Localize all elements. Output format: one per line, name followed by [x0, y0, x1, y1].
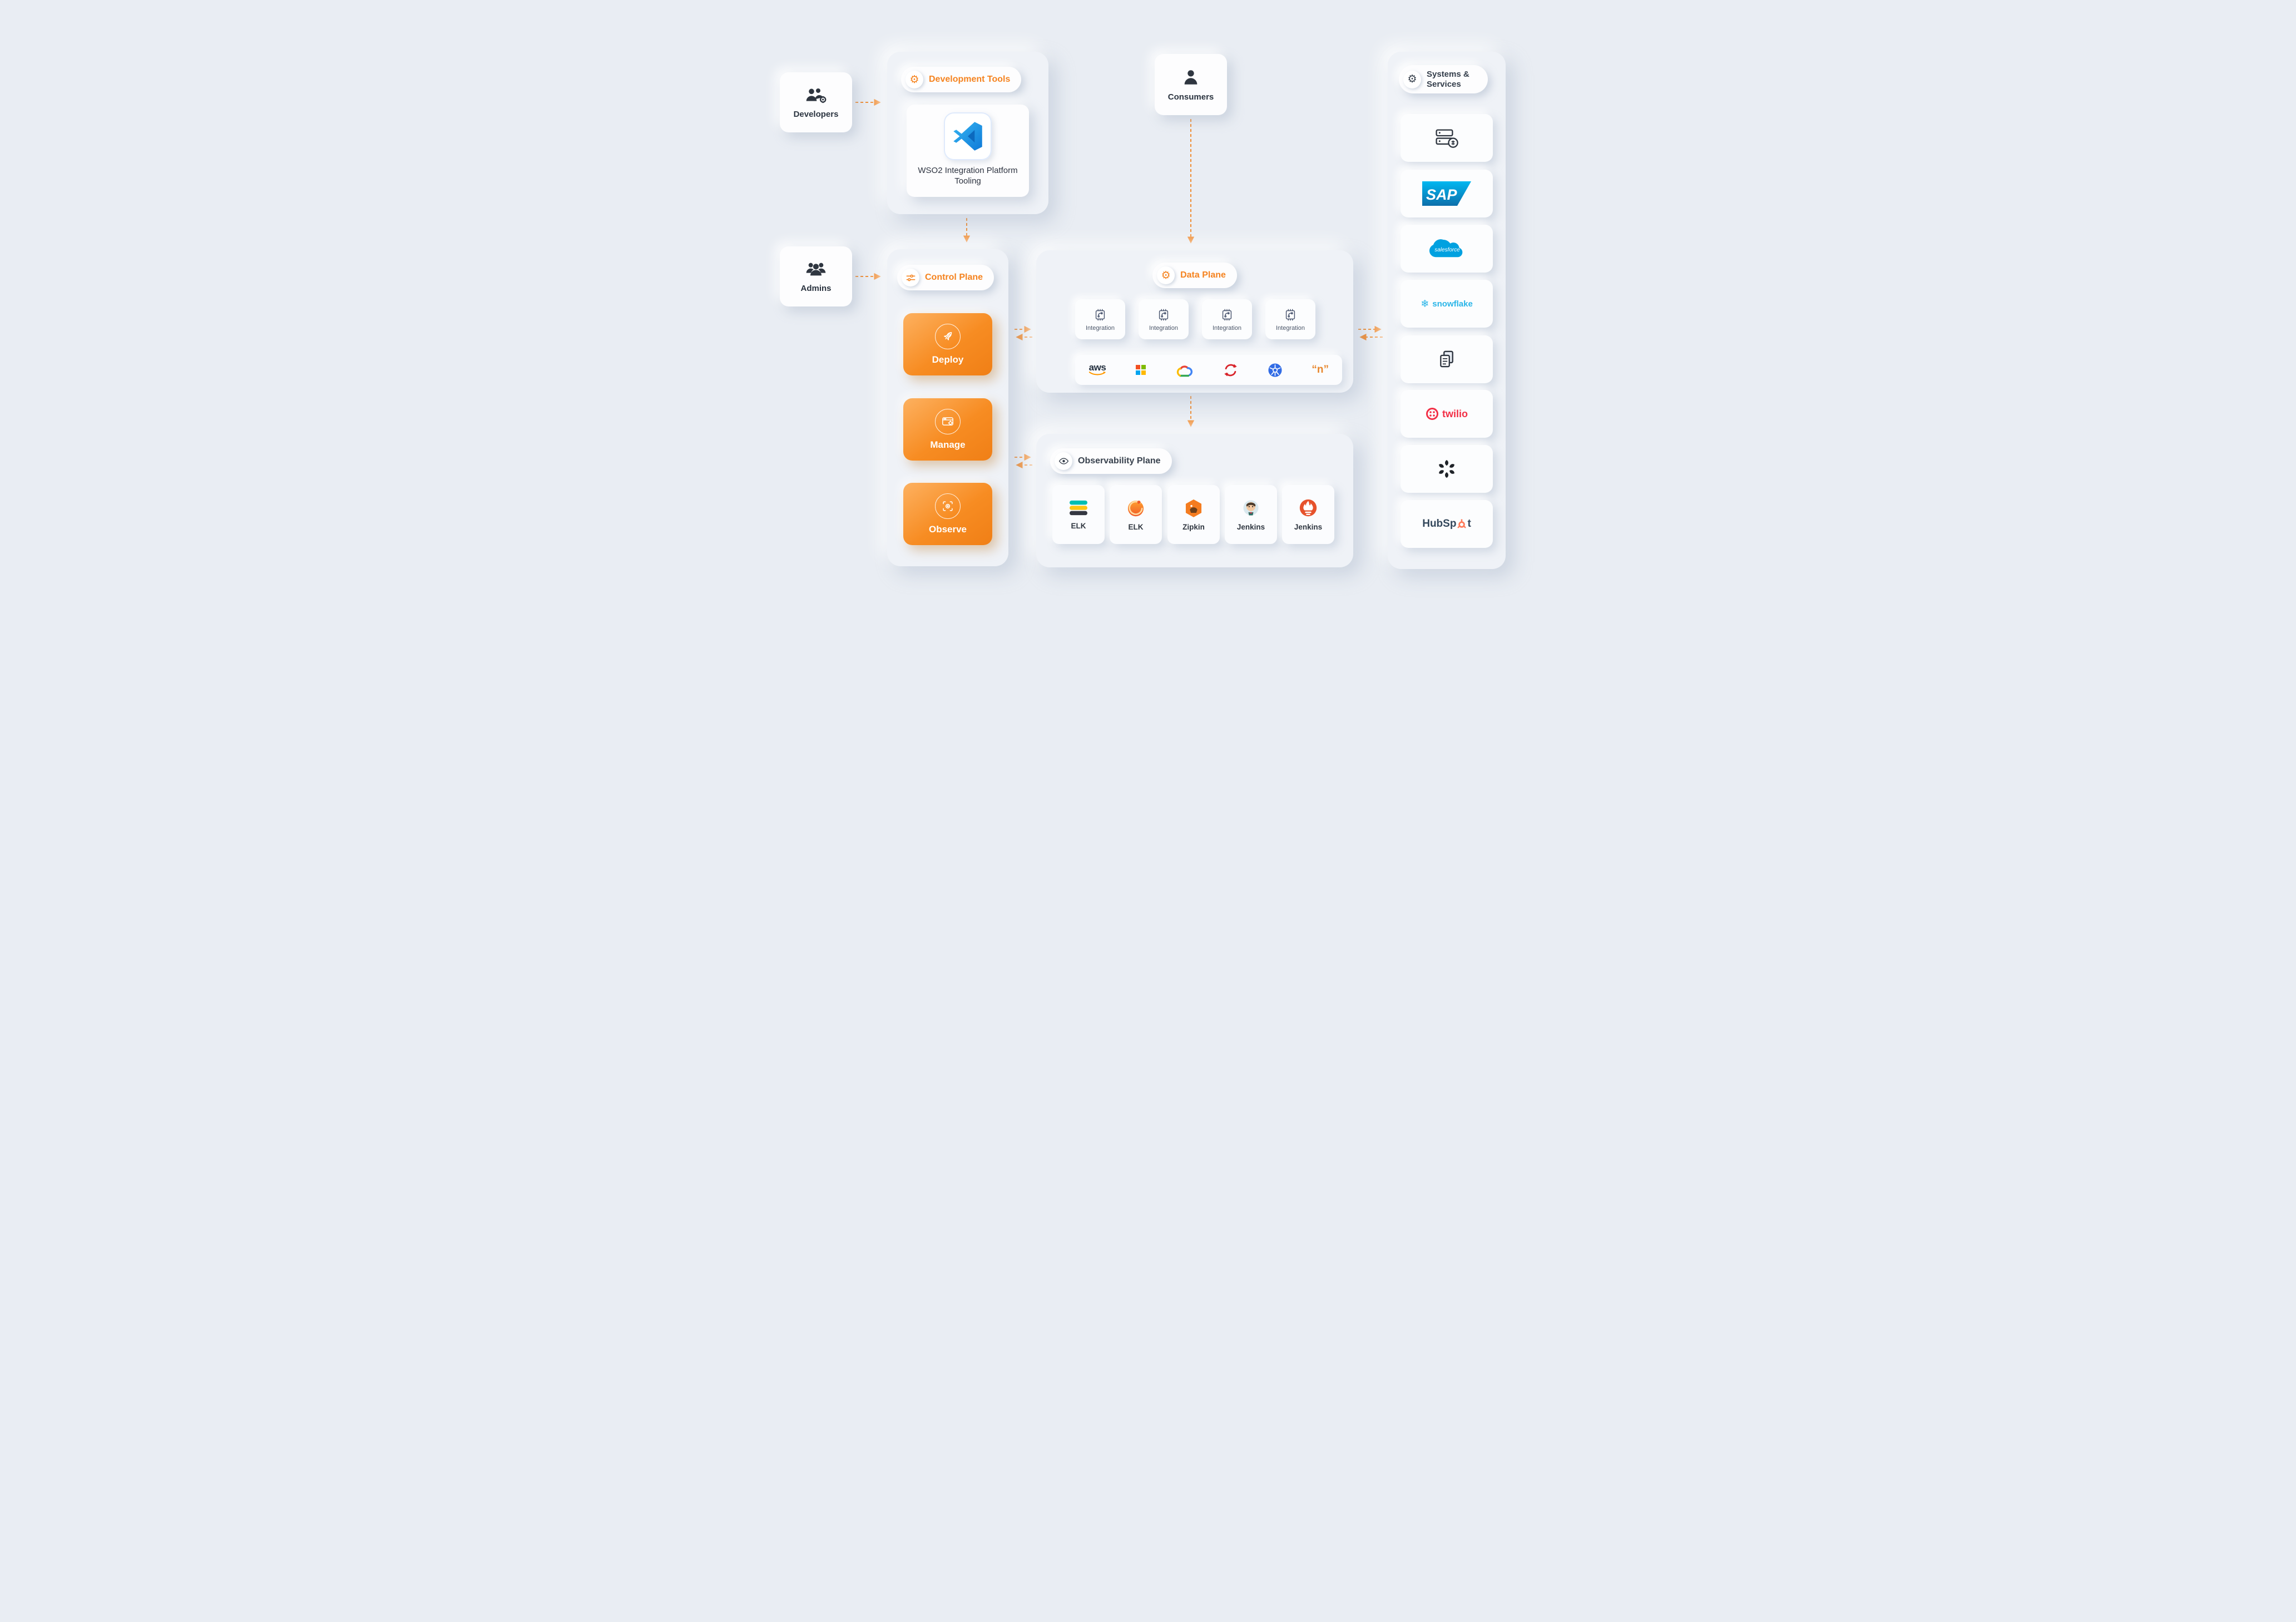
developers-label: Developers — [793, 109, 839, 119]
consumers-node: Consumers — [1155, 54, 1227, 115]
chip-icon — [1095, 309, 1105, 320]
observe-label: Observe — [928, 523, 967, 535]
gear-icon: ⚙ — [1157, 266, 1175, 284]
vscode-icon — [944, 112, 992, 160]
chip-icon — [1159, 309, 1169, 320]
snowflake-system-tile: ❄ snowflake — [1401, 280, 1493, 328]
integration-label: Integration — [1213, 324, 1241, 332]
data-plane-header: ⚙ Data Plane — [1152, 263, 1237, 288]
data-plane-panel: ⚙ Data Plane Integration Integration — [1036, 250, 1353, 393]
sap-logo: SAP — [1422, 181, 1471, 206]
zipkin-node: Zipkin — [1167, 485, 1220, 544]
openai-logo — [1439, 459, 1454, 478]
manage-label: Manage — [930, 439, 966, 450]
wso2-tooling-card: WSO2 Integration Platform Tooling — [907, 105, 1029, 197]
svg-text:salesforce: salesforce — [1434, 247, 1460, 253]
integration-label: Integration — [1086, 324, 1115, 332]
sap-system-tile: SAP — [1401, 170, 1493, 217]
integration-node: Integration — [1202, 299, 1252, 339]
twilio-label: twilio — [1442, 408, 1468, 419]
development-tools-panel: ⚙ Development Tools WSO2 Integration Pla… — [887, 52, 1048, 214]
systems-services-panel: ⚙ Systems & Services — [1388, 52, 1506, 569]
gear-icon: ⚙ — [905, 71, 923, 88]
elk-grafana-node: ELK — [1110, 485, 1162, 544]
server-database-icon — [1436, 129, 1458, 148]
jenkins-node: Jenkins — [1225, 485, 1277, 544]
manage-node: Manage — [903, 398, 992, 461]
kubernetes-logo — [1268, 363, 1282, 377]
aws-logo: aws — [1088, 363, 1106, 377]
prometheus-logo — [1299, 499, 1317, 517]
documents-icon — [1440, 350, 1453, 368]
zipkin-logo — [1185, 499, 1202, 517]
twilio-icon — [1426, 408, 1438, 420]
hubspot-sprocket-icon — [1457, 519, 1466, 528]
systems-services-header: ⚙ Systems & Services — [1399, 65, 1488, 94]
eye-icon — [1055, 452, 1072, 470]
twilio-system-tile: twilio — [1401, 390, 1493, 438]
hubspot-logo: HubSp t — [1422, 518, 1471, 530]
microsoft-logo — [1135, 365, 1146, 375]
admins-node: Admins — [780, 246, 852, 306]
observability-plane-title: Observability Plane — [1078, 456, 1161, 466]
observability-plane-panel: Observability Plane ELK ELK — [1036, 434, 1353, 567]
n-platforms-label: “n” — [1312, 364, 1329, 375]
integration-label: Integration — [1149, 324, 1178, 332]
developers-node: Developers — [780, 72, 852, 132]
consumers-icon — [1184, 70, 1198, 85]
elastic-logo — [1070, 500, 1087, 516]
jenkins-prometheus-node: Jenkins — [1282, 485, 1334, 544]
salesforce-system-tile: salesforce — [1401, 225, 1493, 273]
sync-arrows-logo — [1224, 364, 1237, 376]
developers-icon — [806, 88, 827, 103]
integration-node: Integration — [1139, 299, 1189, 339]
observe-node: Observe — [903, 483, 992, 545]
deploy-node: Deploy — [903, 313, 992, 375]
google-cloud-logo — [1177, 365, 1193, 377]
hubspot-system-tile: HubSp t — [1401, 500, 1493, 548]
salesforce-logo: salesforce — [1429, 239, 1463, 258]
control-plane-title: Control Plane — [925, 273, 983, 282]
sliders-icon — [902, 269, 919, 286]
focus-gear-icon — [935, 493, 961, 519]
data-plane-title: Data Plane — [1180, 270, 1226, 280]
integration-node: Integration — [1265, 299, 1315, 339]
wso2-tooling-label: WSO2 Integration Platform Tooling — [918, 166, 1018, 186]
systems-services-title: Systems & Services — [1427, 70, 1469, 89]
openai-system-tile — [1401, 445, 1493, 493]
documents-system-tile — [1401, 335, 1493, 383]
consumers-label: Consumers — [1167, 92, 1214, 102]
window-gear-icon — [935, 408, 961, 434]
snowflake-icon: ❄ — [1421, 298, 1429, 309]
admins-label: Admins — [800, 283, 832, 293]
observability-plane-header: Observability Plane — [1050, 448, 1172, 474]
admins-icon — [806, 263, 826, 275]
platforms-bar: aws — [1075, 355, 1342, 385]
architecture-diagram: Developers Admins Consumers ⚙ Developmen… — [718, 0, 1578, 612]
development-tools-title: Development Tools — [929, 75, 1011, 84]
svg-text:SAP: SAP — [1426, 186, 1458, 203]
snowflake-label: snowflake — [1432, 299, 1473, 309]
rocket-icon — [935, 323, 961, 349]
integration-label: Integration — [1276, 324, 1305, 332]
control-plane-panel: Control Plane Deploy — [887, 249, 1008, 566]
chip-icon — [1222, 309, 1232, 320]
development-tools-header: ⚙ Development Tools — [901, 67, 1022, 92]
grafana-logo — [1127, 500, 1144, 517]
integration-node: Integration — [1075, 299, 1125, 339]
database-system-tile — [1401, 114, 1493, 162]
jenkins-logo — [1243, 500, 1259, 516]
gear-icon: ⚙ — [1403, 70, 1421, 88]
elk-node: ELK — [1052, 485, 1105, 544]
chip-icon — [1285, 309, 1295, 320]
deploy-label: Deploy — [932, 354, 964, 365]
control-plane-header: Control Plane — [897, 265, 994, 290]
